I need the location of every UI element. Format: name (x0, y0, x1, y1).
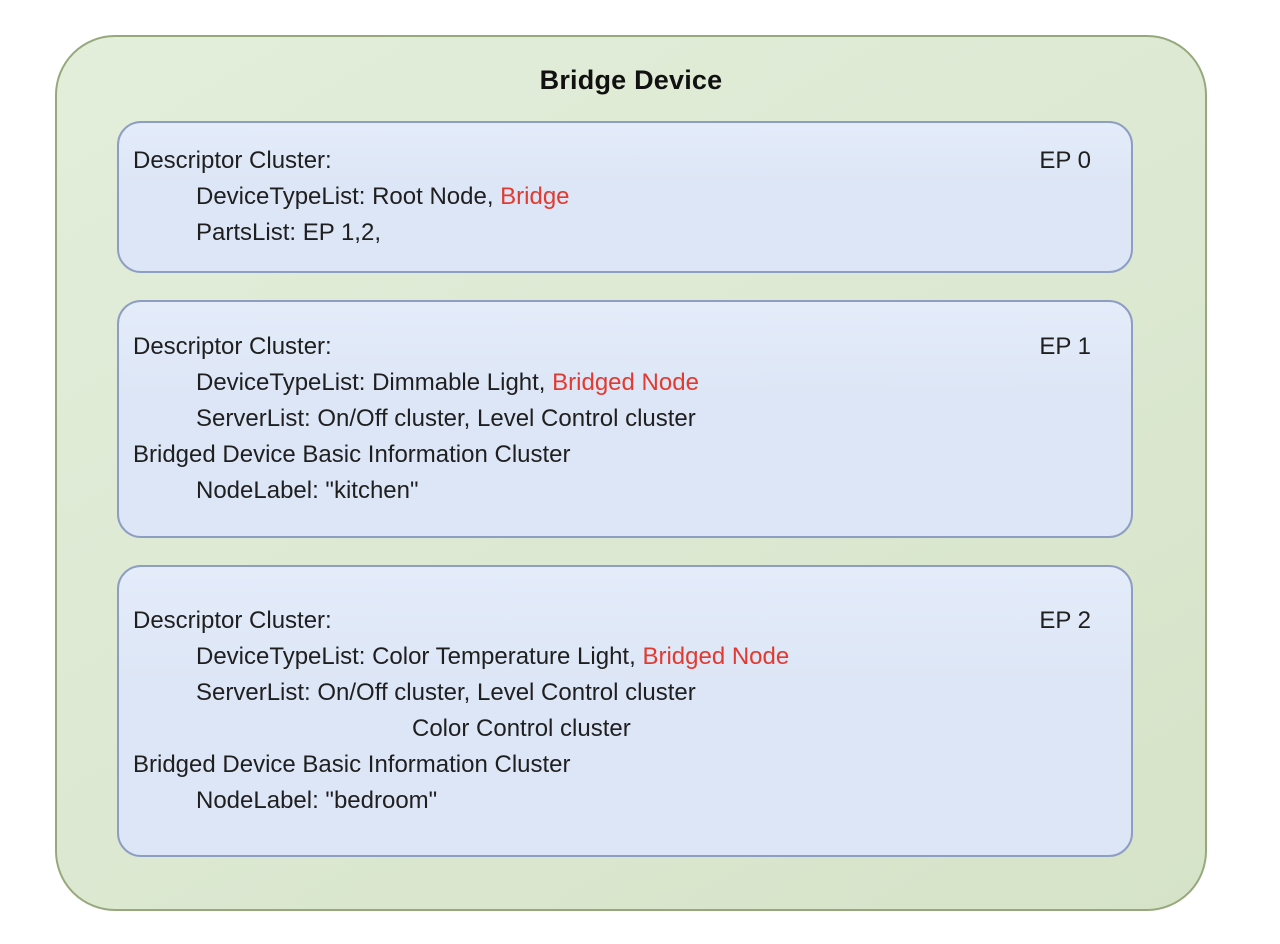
text-segment: ServerList: On/Off cluster, Level Contro… (196, 405, 696, 432)
highlighted-device-type: Bridged Node (552, 369, 699, 396)
endpoint-text-line: DeviceTypeList: Root Node, Bridge (133, 179, 1091, 215)
text-segment: NodeLabel: "bedroom" (196, 787, 438, 814)
endpoint-text-block: Descriptor Cluster: EP 2 DeviceTypeList: C… (119, 567, 1131, 855)
text-segment: DeviceTypeList: Color Temperature Light, (196, 643, 643, 670)
endpoint-box-ep0: Descriptor Cluster: EP 0 DeviceTypeList: R… (117, 121, 1133, 273)
endpoint-text-line: NodeLabel: "kitchen" (133, 473, 1091, 509)
endpoint-text-line: Bridged Device Basic Information Cluster (133, 747, 1091, 783)
endpoint-text-line: Descriptor Cluster: EP 0 (133, 143, 1091, 179)
endpoint-box-ep2: Descriptor Cluster: EP 2 DeviceTypeList: C… (117, 565, 1133, 857)
bridge-device-title: Bridge Device (539, 65, 723, 95)
text-segment: Color Control cluster (412, 715, 631, 742)
endpoint-text-block: Descriptor Cluster: EP 1 DeviceTypeList: D… (119, 302, 1131, 536)
text-segment: DeviceTypeList: Dimmable Light, (196, 369, 553, 396)
endpoint-text-line: ServerList: On/Off cluster, Level Contro… (133, 401, 1091, 437)
text-segment: Bridged Device Basic Information Cluster (133, 751, 571, 778)
endpoint-text-block: Descriptor Cluster: EP 0 DeviceTypeList: R… (119, 123, 1131, 271)
endpoint-box-ep1: Descriptor Cluster: EP 1 DeviceTypeList: D… (117, 300, 1133, 538)
endpoint-text-line: DeviceTypeList: Color Temperature Light,… (133, 639, 1091, 675)
endpoint-text-line: ServerList: On/Off cluster, Level Contro… (133, 675, 1091, 711)
text-segment: ServerList: On/Off cluster, Level Contro… (196, 679, 696, 706)
highlighted-device-type: Bridged Node (642, 643, 790, 670)
endpoint-text-line: NodeLabel: "bedroom" (133, 783, 1091, 819)
text-segment: Descriptor Cluster: (133, 607, 332, 634)
endpoint-label: EP 1 (1039, 333, 1091, 360)
text-segment: Descriptor Cluster: (133, 333, 332, 360)
endpoint-label: EP 2 (1039, 607, 1091, 634)
endpoint-text-line: PartsList: EP 1,2, (133, 215, 1091, 251)
text-segment: PartsList: EP 1,2, (196, 219, 381, 246)
highlighted-device-type: Bridge (500, 183, 570, 210)
endpoint-text-line: Bridged Device Basic Information Cluster (133, 437, 1091, 473)
bridge-device-container: Bridge Device Descriptor Cluster: EP 0 Dev… (55, 35, 1207, 911)
text-segment: Descriptor Cluster: (133, 147, 332, 174)
endpoint-label: EP 0 (1039, 147, 1091, 174)
endpoint-text-line: Descriptor Cluster: EP 1 (133, 329, 1091, 365)
endpoint-text-line: DeviceTypeList: Dimmable Light, Bridged … (133, 365, 1091, 401)
endpoint-text-line: Color Control cluster (133, 711, 1091, 747)
text-segment: Bridged Device Basic Information Cluster (133, 441, 571, 468)
endpoint-text-line: Descriptor Cluster: EP 2 (133, 603, 1091, 639)
text-segment: NodeLabel: "kitchen" (196, 477, 419, 504)
text-segment: DeviceTypeList: Root Node, (196, 183, 501, 210)
